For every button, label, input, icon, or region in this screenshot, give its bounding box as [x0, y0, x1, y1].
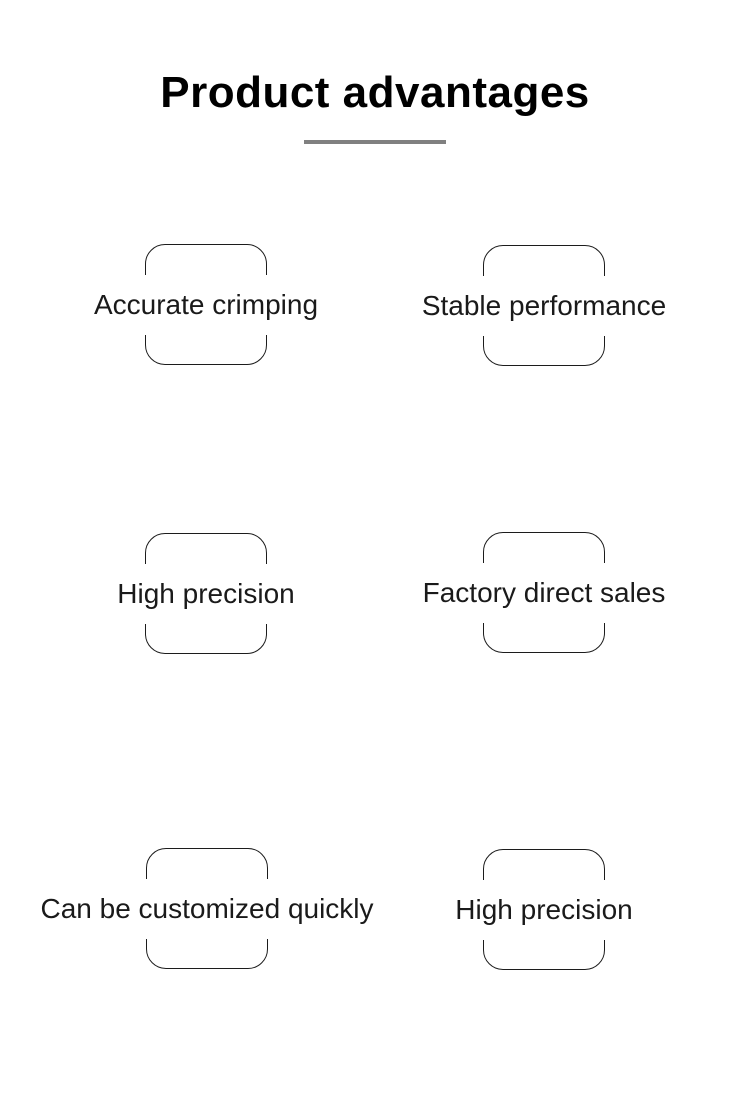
- advantage-label: Factory direct sales: [418, 562, 670, 623]
- page-title: Product advantages: [160, 68, 590, 117]
- advantage-label: Can be customized quickly: [36, 878, 378, 939]
- advantage-label: High precision: [113, 563, 299, 624]
- advantage-card: Factory direct sales: [418, 532, 670, 653]
- advantage-card: Accurate crimping: [89, 244, 323, 365]
- advantage-label: High precision: [451, 879, 637, 940]
- advantage-card: High precision: [113, 533, 299, 654]
- advantage-card: Stable performance: [417, 245, 671, 366]
- advantage-card: Can be customized quickly: [36, 848, 378, 969]
- advantage-card: High precision: [451, 849, 637, 970]
- advantage-label: Stable performance: [417, 275, 671, 336]
- title-divider: [304, 140, 446, 144]
- advantage-label: Accurate crimping: [89, 274, 323, 335]
